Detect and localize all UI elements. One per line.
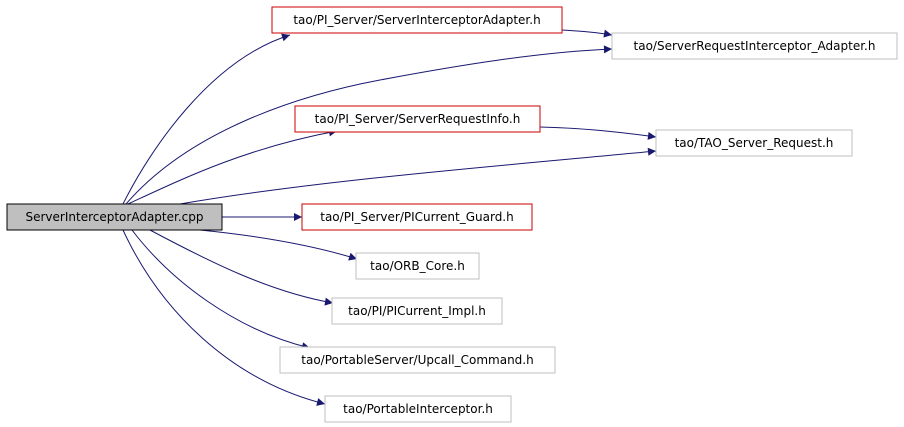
node-root[interactable]: ServerInterceptorAdapter.cpp: [6, 203, 223, 231]
edge-root-to-upcall-command-h: [131, 229, 311, 351]
node-picurrent-guard-h[interactable]: tao/PI_Server/PICurrent_Guard.h: [301, 203, 533, 231]
edges: [122, 29, 657, 406]
node-server-request-info-h[interactable]: tao/PI_Server/ServerRequestInfo.h: [294, 105, 541, 133]
node-upcall-command-h[interactable]: tao/PortableServer/Upcall_Command.h: [279, 346, 556, 374]
node-label: tao/PI_Server/ServerRequestInfo.h: [315, 112, 521, 126]
edge-root-to-orb-core-h: [199, 229, 358, 261]
node-label: tao/PortableServer/Upcall_Command.h: [301, 353, 533, 367]
node-label: tao/ORB_Core.h: [370, 259, 465, 273]
node-server-request-interceptor-adapter-h[interactable]: tao/ServerRequestInterceptor_Adapter.h: [611, 32, 898, 60]
node-picurrent-impl-h[interactable]: tao/PI/PICurrent_Impl.h: [331, 297, 503, 325]
node-label: tao/PI_Server/ServerInterceptorAdapter.h: [293, 13, 540, 27]
edge-server-request-info-h-to-tao-server-request-h: [539, 126, 657, 140]
edge-root-to-tao-server-request-h: [179, 147, 657, 205]
edge-server-interceptor-adapter-h-to-server-request-interceptor-adapter-h: [561, 29, 613, 38]
node-label: tao/ServerRequestInterceptor_Adapter.h: [634, 39, 876, 53]
edge-root-to-picurrent-impl-h: [149, 229, 334, 306]
node-orb-core-h[interactable]: tao/ORB_Core.h: [355, 252, 480, 280]
node-portable-interceptor-h[interactable]: tao/PortableInterceptor.h: [324, 395, 512, 423]
edge-root-to-server-request-info-h: [127, 128, 338, 205]
edge-root-to-portable-interceptor-h: [122, 229, 326, 406]
edge-root-to-server-request-interceptor-adapter-h: [125, 45, 613, 205]
edge-root-to-server-interceptor-adapter-h: [122, 33, 291, 205]
node-label: tao/PortableInterceptor.h: [343, 402, 493, 416]
node-label: tao/PI_Server/PICurrent_Guard.h: [320, 210, 513, 224]
node-server-interceptor-adapter-h[interactable]: tao/PI_Server/ServerInterceptorAdapter.h: [271, 6, 563, 34]
node-label: ServerInterceptorAdapter.cpp: [26, 210, 204, 224]
node-tao-server-request-h[interactable]: tao/TAO_Server_Request.h: [655, 129, 853, 157]
node-label: tao/PI/PICurrent_Impl.h: [348, 304, 486, 318]
node-label: tao/TAO_Server_Request.h: [675, 136, 834, 150]
